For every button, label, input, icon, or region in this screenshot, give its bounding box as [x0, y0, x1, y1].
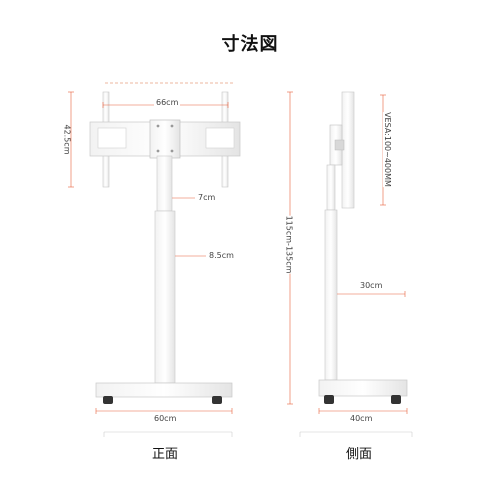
front-right-wheel — [212, 396, 222, 404]
front-base — [95, 382, 233, 398]
label-pole-7: 7cm — [198, 193, 216, 202]
side-lower-pole — [324, 209, 338, 381]
side-base — [318, 379, 408, 397]
label-pole-85: 8.5cm — [209, 251, 234, 260]
lower-pole — [154, 210, 176, 384]
front-view-stand — [89, 82, 241, 404]
front-left-wheel — [103, 396, 113, 404]
label-offset-30: 30cm — [360, 281, 383, 290]
label-width-66: 66cm — [154, 98, 181, 107]
caption-side: 側面 — [346, 447, 373, 462]
label-height-425: 42.5cm — [62, 124, 72, 155]
side-upper-pole — [326, 164, 336, 211]
side-right-wheel — [391, 395, 401, 404]
label-vesa: VESA:100~400MM — [382, 112, 392, 187]
label-base-40: 40cm — [350, 414, 373, 423]
caption-front: 正面 — [152, 447, 179, 462]
side-view-stand — [318, 91, 408, 404]
upper-pole — [156, 155, 173, 212]
label-base-60: 60cm — [154, 414, 177, 423]
center-plate — [149, 119, 181, 159]
diagram-title: 寸法図 — [221, 34, 279, 55]
side-left-wheel — [324, 395, 334, 404]
label-height-range: 115cm-135cm — [284, 215, 294, 274]
